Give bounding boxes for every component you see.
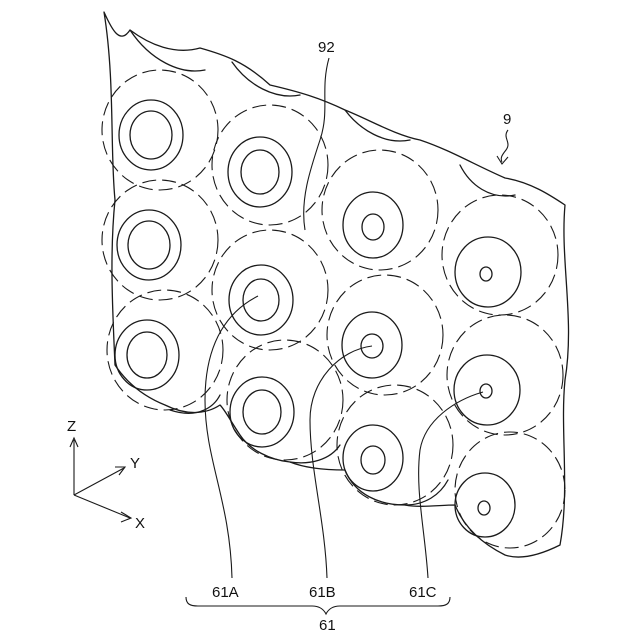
- label-9: 9: [503, 111, 511, 128]
- label-61a: 61A: [212, 584, 239, 601]
- label-61: 61: [319, 617, 336, 634]
- bump-r3c3: [337, 385, 453, 505]
- label-61c: 61C: [409, 584, 437, 601]
- leader-61b: [310, 346, 372, 578]
- label-61b: 61B: [309, 584, 336, 601]
- bump-r2c1: [102, 180, 218, 300]
- bump-r1c4: [442, 195, 558, 315]
- axis-label-z: Z: [67, 418, 76, 435]
- leader-61a: [205, 296, 258, 578]
- bump-r2c4: [447, 315, 563, 435]
- mound-outlines: [130, 30, 515, 505]
- arrowhead-9: [497, 156, 508, 164]
- bump-r1c2: [212, 105, 328, 225]
- bump-r1c3: [322, 150, 438, 270]
- bump-r3c2: [227, 340, 343, 460]
- sheet-outline: [104, 12, 569, 557]
- leader-61c: [419, 392, 483, 578]
- bump-r1c1: [102, 70, 218, 190]
- leader-9: [501, 130, 508, 162]
- axis-label-x: X: [135, 515, 145, 532]
- leader-92: [304, 58, 329, 230]
- label-92: 92: [318, 39, 335, 56]
- bump-r2c3: [327, 275, 443, 395]
- bump-r2c2: [212, 230, 328, 350]
- axes-triad: [70, 438, 131, 522]
- axis-label-y: Y: [130, 455, 140, 472]
